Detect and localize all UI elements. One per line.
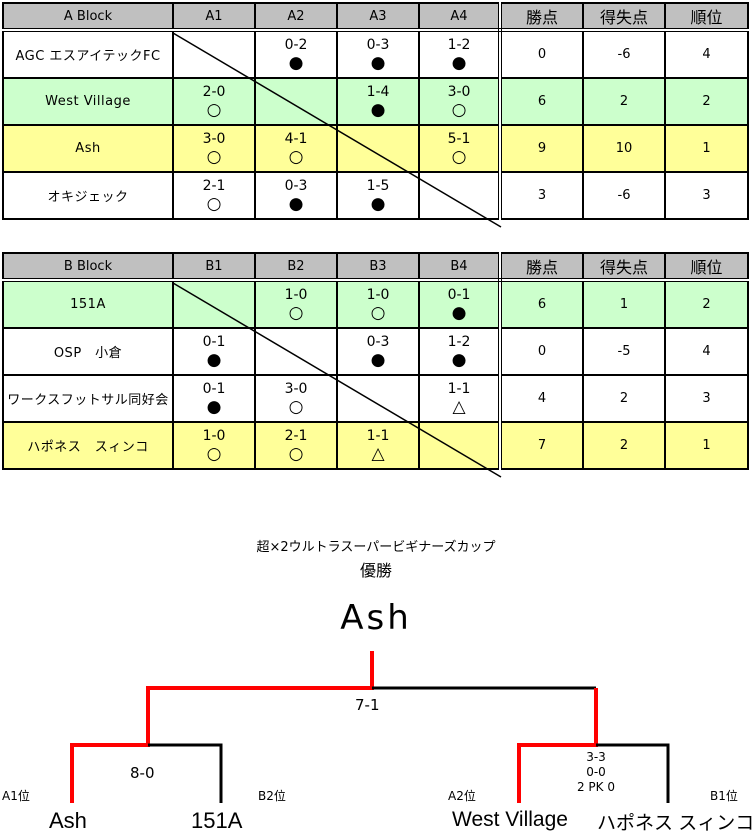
seed-b1-label: B1位 [710,789,738,803]
block-title: B Block [2,252,174,282]
goal-diff-cell: 1 [582,279,666,329]
team-name: ハポネス スィンコ [2,421,174,470]
team-ash: Ash [49,808,87,833]
rank-cell: 4 [664,29,749,79]
column-header: B2 [254,252,338,282]
points-cell: 6 [499,77,584,126]
rank-cell: 2 [664,77,749,126]
seed-a2-label: A2位 [448,789,476,803]
final-score: 7-1 [355,696,380,714]
rank-cell: 1 [664,124,749,173]
rank-cell: 1 [664,421,749,470]
goal-diff-cell: 2 [582,77,666,126]
goal-diff-cell: -5 [582,327,666,376]
rank-cell: 4 [664,327,749,376]
goal-diff-cell: -6 [582,171,666,220]
team-name: West Village [2,77,174,126]
goal-diff-cell: 2 [582,421,666,470]
column-header: 順位 [664,252,749,282]
team-hapones-sinco: ハポネス スィンコ [597,813,752,834]
column-header: A4 [418,2,502,32]
team-west-village: West Village [452,808,568,831]
goal-diff-cell: 10 [582,124,666,173]
column-header: 得失点 [582,252,666,282]
bracket-semi2-loser-path [596,743,670,803]
column-header: 順位 [664,2,749,32]
points-cell: 0 [499,327,584,376]
rank-cell: 2 [664,279,749,329]
column-header: B3 [336,252,420,282]
team-name: ワークスフットサル同好会 [2,374,174,423]
semi1-score: 8-0 [130,764,155,782]
goal-diff-cell: 2 [582,374,666,423]
column-header: B4 [418,252,502,282]
points-cell: 3 [499,171,584,220]
semi2-score-line-3: 2 PK 0 [576,780,615,794]
column-header: 勝点 [499,252,584,282]
column-header: A1 [172,2,256,32]
points-cell: 6 [499,279,584,329]
team-name: オキジェック [2,171,174,220]
column-header: A3 [336,2,420,32]
seed-a1-label: A1位 [2,789,30,803]
champion-label: 優勝 [359,561,392,580]
semi2-score-line-2: 0-0 [586,765,606,779]
column-header: A2 [254,2,338,32]
block-title: A Block [2,2,174,32]
column-header: 勝点 [499,2,584,32]
column-header: 得失点 [582,2,666,32]
bracket-final-right-winner [517,688,598,803]
seed-b2-label: B2位 [258,789,286,803]
points-cell: 0 [499,29,584,79]
team-name: 151A [2,279,174,329]
champion-name: Ash [340,598,412,638]
points-cell: 7 [499,421,584,470]
points-cell: 4 [499,374,584,423]
team-name: AGC エスアイテックFC [2,29,174,79]
goal-diff-cell: -6 [582,29,666,79]
rank-cell: 3 [664,374,749,423]
semi2-score-line-1: 3-3 [586,750,606,764]
rank-cell: 3 [664,171,749,220]
column-header: B1 [172,252,256,282]
bracket-final-winner-path [70,651,374,803]
team-151a: 151A [191,808,243,833]
team-name: Ash [2,124,174,173]
cup-name: 超×2ウルトラスーパービギナーズカップ [256,540,496,555]
bracket-semi1-loser-path [148,743,223,803]
team-name: OSP 小倉 [2,327,174,376]
